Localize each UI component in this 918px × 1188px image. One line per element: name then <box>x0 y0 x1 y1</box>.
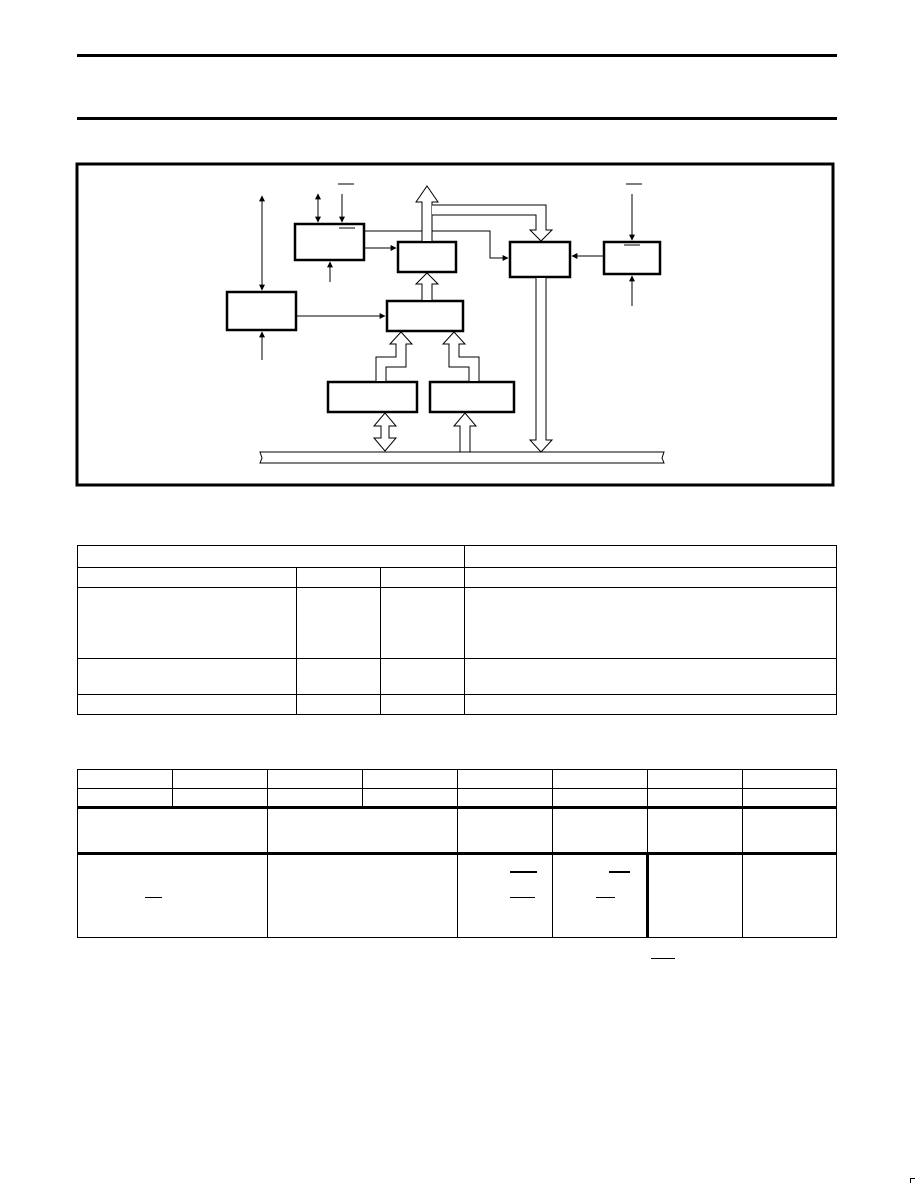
table-row <box>77 806 837 856</box>
block-right <box>602 240 662 276</box>
table-cell <box>464 587 838 659</box>
table-cell <box>457 853 553 938</box>
table-cell <box>77 853 268 938</box>
header-rule-bottom <box>77 117 837 120</box>
table-cell <box>742 788 837 809</box>
table-row <box>77 694 838 715</box>
table-cell <box>379 658 466 695</box>
overbar <box>145 897 162 898</box>
table-cell <box>457 806 553 856</box>
table-cell <box>362 788 458 809</box>
table-cell <box>296 658 381 695</box>
table-cell <box>552 806 648 856</box>
table-cell <box>552 788 648 809</box>
table-cell <box>464 567 838 588</box>
table-cell <box>647 788 743 809</box>
table-cell <box>552 768 648 790</box>
table-row <box>77 567 838 588</box>
table-cell <box>77 587 297 659</box>
table-2 <box>77 768 837 938</box>
bus-arrow-up-top <box>415 185 439 241</box>
block-upper-left <box>293 222 366 262</box>
table-cell <box>77 567 297 588</box>
table-row <box>76 545 838 568</box>
bus-arrow-middle-up <box>414 272 440 300</box>
table-cell <box>457 768 553 790</box>
table-cell <box>77 788 173 809</box>
table-cell <box>77 694 297 715</box>
table-cell <box>77 768 173 790</box>
table-cell <box>267 806 458 856</box>
table-cell <box>646 853 743 938</box>
system-bus <box>259 451 665 464</box>
table-cell <box>77 658 297 695</box>
table-cell <box>362 768 458 790</box>
block-center-right <box>508 240 572 279</box>
diagram-frame <box>75 162 835 487</box>
table-row <box>77 768 837 790</box>
block-left <box>225 290 298 332</box>
overbar <box>609 871 630 873</box>
bus-arrow-br-up-body <box>441 331 480 381</box>
header-rule-top <box>77 54 837 57</box>
table-row <box>77 658 838 695</box>
table-cell <box>457 788 553 809</box>
table-row <box>77 587 838 659</box>
bus-arrow-to-cr <box>432 204 554 242</box>
bus-arrow-cr-down <box>528 278 554 453</box>
table-cell <box>464 694 838 715</box>
table-cell <box>296 587 381 659</box>
bus-arrow-br-from-bus <box>452 412 478 452</box>
table-cell <box>379 694 466 715</box>
table-cell <box>647 806 743 856</box>
bus-arrow-bl-bidir <box>372 412 398 452</box>
block-middle <box>385 299 465 333</box>
bus-arrow-bl-up <box>375 331 414 381</box>
table-cell <box>267 853 458 938</box>
table-cell <box>172 788 268 809</box>
table-cell <box>464 658 838 695</box>
overbar <box>510 871 537 873</box>
table-cell <box>742 853 837 938</box>
table-cell <box>267 768 363 790</box>
overbar <box>510 897 535 898</box>
table-cell <box>552 853 648 938</box>
table-cell <box>76 545 466 568</box>
block-diagram <box>75 162 835 487</box>
block-bottom-right <box>428 380 516 414</box>
table-1 <box>76 545 838 715</box>
table-cell <box>296 694 381 715</box>
overbar <box>596 897 615 898</box>
block-center <box>396 240 458 274</box>
table-cell <box>464 545 838 568</box>
table-cell <box>296 567 381 588</box>
table-cell <box>379 587 466 659</box>
table-cell <box>742 768 837 790</box>
table-cell <box>267 788 363 809</box>
table-cell <box>742 806 837 856</box>
block-bottom-left <box>326 380 419 414</box>
table-cell <box>77 806 268 856</box>
overbar <box>651 958 675 959</box>
table-cell <box>172 768 268 790</box>
table-cell <box>647 768 743 790</box>
corner-mark <box>910 1178 915 1183</box>
table-row <box>77 788 837 809</box>
table-row <box>77 853 837 938</box>
table-cell <box>379 567 466 588</box>
